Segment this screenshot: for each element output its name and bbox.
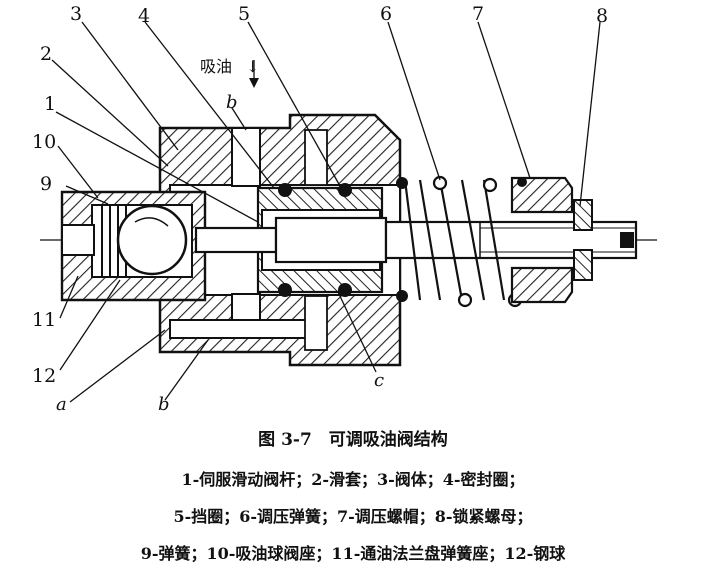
label-part-11: 11 [32, 309, 56, 331]
label-port-b-top: b [226, 92, 238, 113]
label-port-b-bottom: b [158, 394, 170, 415]
label-part-7: 7 [472, 3, 484, 25]
suction-arrow-head [249, 78, 259, 88]
steel-ball [116, 204, 188, 276]
leader-lines [51, 21, 601, 403]
adjusting-nut [510, 176, 574, 304]
label-part-9: 9 [40, 173, 52, 195]
label-part-5: 5 [238, 3, 250, 25]
label-part-6: 6 [380, 3, 392, 25]
valve-cross-section-drawing: 3 4 5 6 7 8 2 1 10 9 11 12 a b b c 吸油 ↓ [32, 3, 660, 415]
legend-line-3: 9-弹簧；10-吸油球阀座；11-通油法兰盘弹簧座；12-钢球 [140, 544, 566, 563]
lock-nut [573, 199, 593, 281]
label-part-12: 12 [32, 365, 56, 387]
suction-flow-arrow: ↓ [246, 57, 259, 76]
label-part-4: 4 [138, 5, 150, 27]
figure-title: 图 3-7 可调吸油阀结构 [258, 430, 448, 450]
legend-line-1: 1-伺服滑动阀杆；2-滑套；3-阀体；4-密封圈； [181, 470, 525, 489]
label-part-8: 8 [596, 5, 608, 27]
label-part-2: 2 [40, 43, 52, 65]
label-port-a: a [56, 394, 67, 415]
label-part-10: 10 [32, 131, 56, 153]
legend-line-2: 5-挡圈；6-调压弹簧；7-调压螺帽；8-锁紧螺母； [173, 507, 533, 526]
adjusting-spring [403, 175, 523, 308]
label-part-3: 3 [70, 3, 82, 25]
label-port-c: c [374, 370, 384, 391]
label-suction: 吸油 [200, 57, 232, 76]
label-part-1: 1 [44, 93, 56, 115]
